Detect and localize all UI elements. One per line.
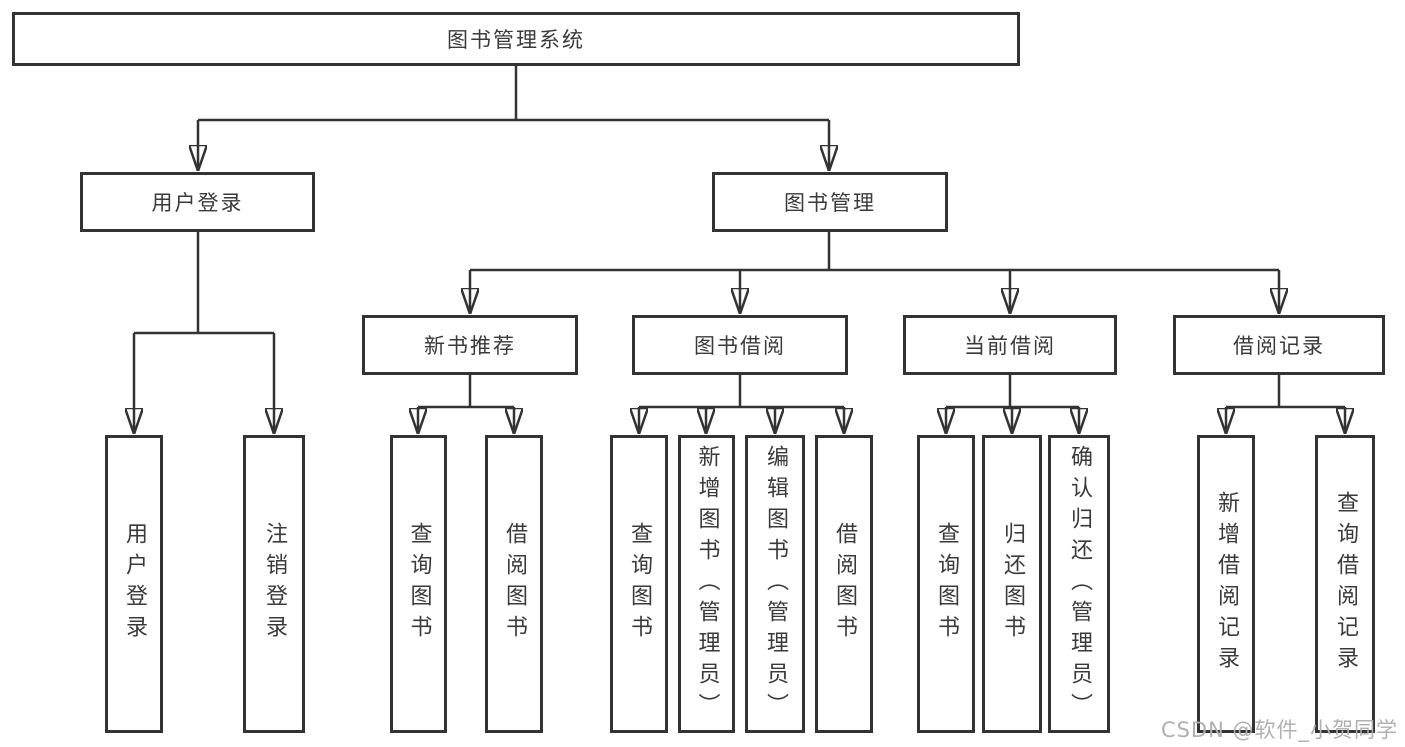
node-user-login-label: 用户登录 [151, 191, 244, 215]
node-book-borrow-label: 图书借阅 [694, 334, 786, 358]
node-new-book-recommend-label: 新书推荐 [424, 334, 516, 358]
leaf-borrow-borrow-label: 借阅图书 [832, 522, 857, 646]
leaf-borrow-edit-admin-label: 编辑图书（管理员） [763, 444, 788, 724]
node-root-system: 图书管理系统 [12, 12, 1020, 66]
leaf-borrow-query: 查询图书 [610, 435, 668, 733]
node-current-borrow-label: 当前借阅 [964, 334, 1056, 358]
leaf-newbook-borrow: 借阅图书 [485, 435, 543, 733]
leaf-current-confirm-admin: 确认归还（管理员） [1048, 435, 1110, 733]
leaf-current-return: 归还图书 [982, 435, 1042, 733]
leaf-newbook-query: 查询图书 [390, 435, 447, 733]
node-book-borrow: 图书借阅 [632, 315, 848, 375]
node-current-borrow: 当前借阅 [903, 315, 1117, 375]
node-new-book-recommend: 新书推荐 [362, 315, 578, 375]
node-borrow-records: 借阅记录 [1173, 315, 1385, 375]
leaf-borrow-add-admin: 新增图书（管理员） [678, 435, 735, 733]
leaf-current-confirm-admin-label: 确认归还（管理员） [1067, 444, 1092, 724]
leaf-logout: 注销登录 [243, 435, 305, 733]
leaf-borrow-add-admin-label: 新增图书（管理员） [694, 444, 720, 724]
node-user-login: 用户登录 [80, 172, 315, 232]
leaf-borrow-edit-admin: 编辑图书（管理员） [745, 435, 805, 733]
leaf-logout-label: 注销登录 [262, 522, 287, 646]
leaf-current-query-label: 查询图书 [934, 522, 959, 646]
leaf-current-return-label: 归还图书 [1000, 522, 1025, 646]
node-borrow-records-label: 借阅记录 [1233, 334, 1325, 358]
csdn-watermark: CSDN @软件_小贺同学 [1160, 718, 1398, 742]
leaf-newbook-query-label: 查询图书 [406, 522, 432, 646]
leaf-user-login-label: 用户登录 [122, 522, 147, 646]
leaf-borrow-query-label: 查询图书 [627, 522, 652, 646]
leaf-record-add: 新增借阅记录 [1197, 435, 1255, 733]
node-book-management-label: 图书管理 [784, 191, 876, 215]
leaf-record-add-label: 新增借阅记录 [1214, 491, 1239, 677]
leaf-record-query-label: 查询借阅记录 [1333, 491, 1358, 677]
leaf-newbook-borrow-label: 借阅图书 [502, 522, 527, 646]
leaf-current-query: 查询图书 [917, 435, 975, 733]
node-root-system-label: 图书管理系统 [447, 28, 585, 52]
leaf-record-query: 查询借阅记录 [1315, 435, 1375, 733]
leaf-user-login: 用户登录 [105, 435, 163, 733]
leaf-borrow-borrow: 借阅图书 [815, 435, 873, 733]
node-book-management: 图书管理 [712, 172, 948, 232]
